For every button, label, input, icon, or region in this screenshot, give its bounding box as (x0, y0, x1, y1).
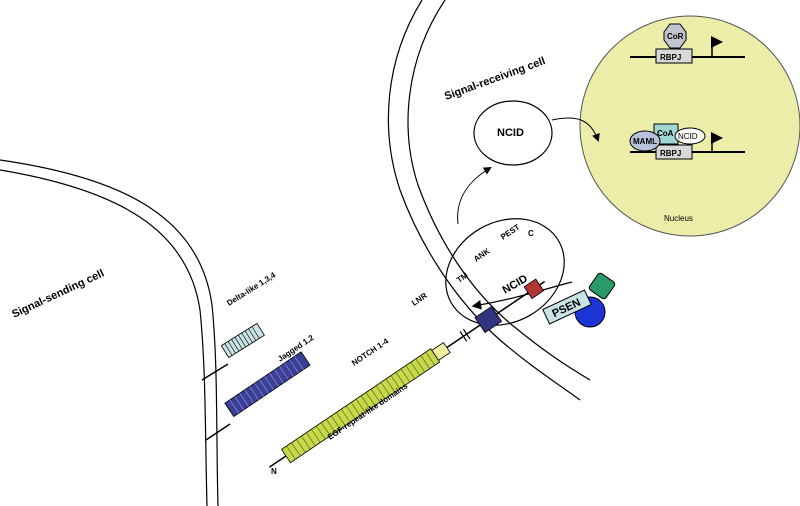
arrow-membrane-to-vesicle (457, 166, 492, 225)
rbpj-top-label: RBPJ (660, 53, 681, 62)
delta-like-label: Delta-like 1,3,4 (225, 270, 277, 307)
ank-label: ANK (472, 246, 492, 263)
notch-label: NOTCH 1-4 (350, 336, 390, 367)
cor-label: CoR (667, 32, 684, 41)
notch-tm-mark-2 (462, 328, 471, 340)
psen-box (542, 289, 592, 325)
rbpj-top (655, 48, 693, 64)
notch-c-terminus-label: C (528, 229, 534, 238)
nucleus-label: Nucleus (664, 214, 693, 223)
ncid-nucleus (674, 127, 706, 145)
delta-like-ligand (220, 322, 265, 359)
rbpj-bottom (655, 144, 693, 160)
signal-receiving-cell-membrane-inner (407, 0, 591, 381)
maml-protein (629, 130, 661, 152)
ncid-vesicle (473, 100, 553, 166)
signal-receiving-cell-membrane (387, 0, 581, 401)
rbpj-bottom-label: RBPJ (660, 149, 681, 158)
notch-ank-domain (474, 305, 503, 334)
jagged-stalk (205, 423, 231, 441)
ncid-nucleus-label: NCID (678, 132, 698, 141)
promoter-arrow-top (711, 36, 723, 57)
signal-sending-cell-membrane-inner (0, 159, 219, 506)
signal-sending-cell-label: Signal-sending cell (10, 267, 106, 320)
pest-label: PEST (499, 222, 521, 241)
lnr-label: LNR (410, 291, 429, 308)
ncid-membrane-label: NCID (501, 273, 530, 297)
maml-label: MAML (633, 137, 657, 146)
jagged-ligand (224, 351, 311, 418)
ncid-vesicle-label: NCID (497, 127, 524, 139)
nucleus (579, 15, 800, 237)
signal-receiving-cell-label: Signal-receiving cell (443, 55, 547, 103)
notch-n-terminus-stalk (268, 455, 287, 468)
notch-tm-mark-1 (459, 331, 468, 342)
promoter-arrow-bottom (711, 132, 723, 152)
psen-green-subunit (588, 272, 616, 300)
signal-sending-cell-membrane (0, 169, 208, 506)
notch-n-terminus-label: N (271, 467, 277, 476)
tm-label: TM (455, 271, 470, 285)
cor-complex (663, 23, 687, 49)
coa-label: CoA (657, 129, 674, 138)
notch-intracellular-circle (445, 218, 565, 326)
delta-like-stalk (201, 363, 229, 381)
arrow-vesicle-to-nucleus (551, 117, 600, 142)
